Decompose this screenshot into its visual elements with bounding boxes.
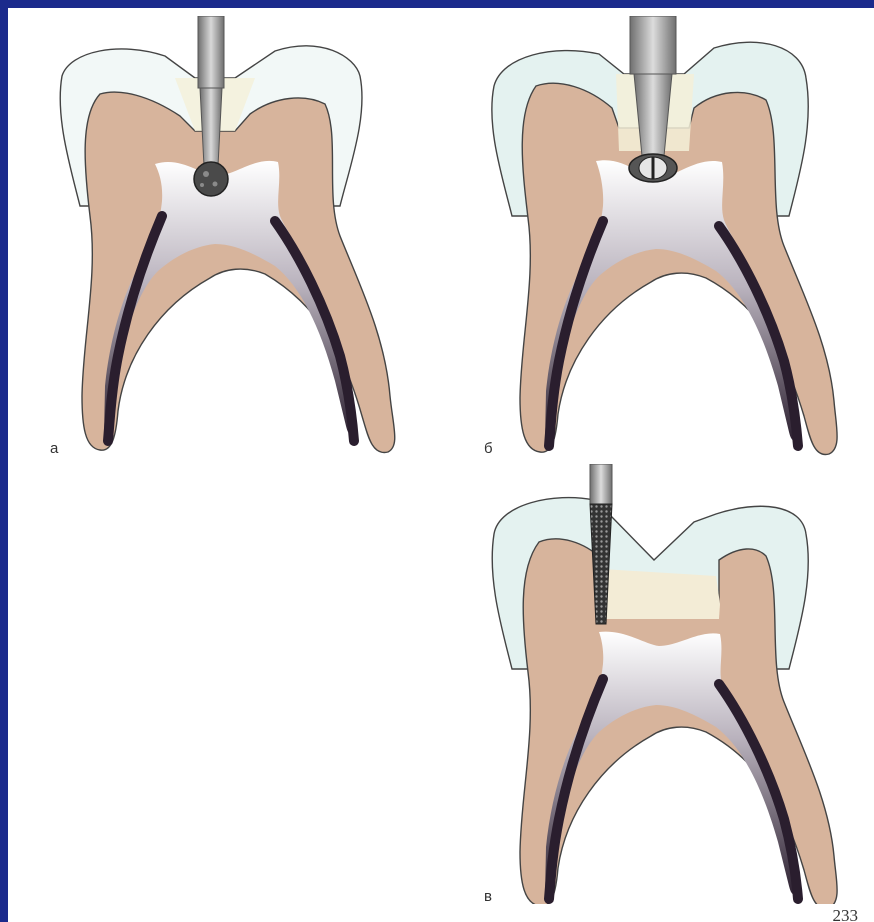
panel-label-a: а: [50, 440, 58, 457]
spherical-bur-icon: [194, 162, 228, 196]
handpiece-shaft: [198, 16, 224, 88]
bur-shank: [200, 88, 222, 166]
tooth-b-illustration: [484, 16, 864, 456]
figure-frame: а: [8, 8, 874, 922]
tooth-v-illustration: [484, 464, 864, 904]
panel-b: [484, 16, 864, 456]
handpiece-shaft: [590, 464, 612, 504]
panel-label-b: б: [484, 440, 493, 457]
panel-label-v: в: [484, 888, 492, 905]
panel-v: [484, 464, 864, 904]
tooth-a-illustration: [50, 16, 430, 456]
page-number: 233: [833, 906, 859, 922]
panel-a: [50, 16, 430, 456]
handpiece-shaft: [630, 16, 676, 74]
filling: [602, 569, 720, 619]
